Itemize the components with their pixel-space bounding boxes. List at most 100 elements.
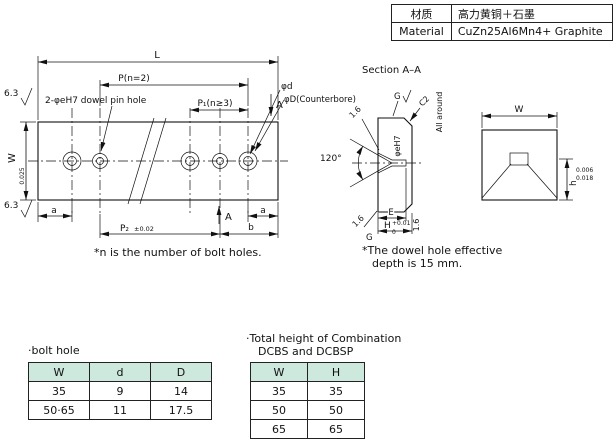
- dim-P: P(n=2): [99, 74, 249, 106]
- material-table: 材质 高力黄铜＋石墨 Material CuZn25Al6Mn4+ Graphi…: [391, 4, 613, 41]
- dowel-note-label: 2-φeH7 dowel pin hole: [45, 96, 147, 106]
- dim-H: H +0.01 0: [378, 213, 413, 236]
- dim-P1: P₁(n≥3): [190, 99, 248, 113]
- section-arrow-top: A: [268, 94, 283, 116]
- dim-H-label: H: [384, 221, 391, 231]
- g-top-label: G: [394, 92, 401, 102]
- counterbore-label: φD(Counterbore): [284, 95, 356, 105]
- material-table-row: Material CuZn25Al6Mn4+ Graphite: [391, 22, 613, 41]
- dim-W-top-label: W: [515, 105, 524, 115]
- dim-a-left: a: [37, 202, 73, 222]
- table-row: 50 50: [250, 400, 365, 420]
- finish-bottom-label: 6.3: [4, 201, 18, 211]
- dim-P2-label: P₂: [120, 224, 129, 234]
- g-bottom-label: G: [366, 233, 373, 243]
- table-row: 35 9 14: [28, 381, 212, 401]
- dim-W-label: W: [7, 153, 18, 163]
- table-cell: 65: [307, 419, 365, 439]
- finish-top-label: 6.3: [4, 89, 18, 99]
- main-view: L P(n=2) 2-φeH7 dowel pin hole P₁(n≥3): [4, 50, 356, 238]
- combo-header-row: W H: [250, 362, 365, 382]
- dim-h-tol-sup: 0.006: [576, 167, 593, 174]
- dim-W-tol: 0.025: [19, 167, 26, 184]
- top-view: W h 0.006 0.018: [481, 105, 593, 201]
- material-label-jp: 材质: [391, 4, 452, 23]
- table-cell: 14: [150, 381, 212, 401]
- bolt-hole-header-d: d: [89, 362, 151, 382]
- hole-dia-callouts: φd φD(Counterbore): [249, 82, 356, 155]
- section-arrow-top-label: A: [276, 100, 283, 111]
- finish-mark-top: 6.3: [4, 87, 33, 106]
- table-cell: 35: [250, 381, 308, 401]
- dim-h-tol-sub: 0.018: [576, 175, 593, 182]
- dim-h-label: h: [569, 180, 579, 186]
- section-view: Section A–A 120° G C2 All around 1.6: [320, 65, 444, 243]
- table-cell: 35: [28, 381, 90, 401]
- dim-P-label: P(n=2): [118, 74, 149, 84]
- bolt-hole-table: W d D 35 9 14 50·65 11 17.5: [28, 362, 212, 420]
- dowel-hole-section: [377, 152, 407, 174]
- bolt-hole-header-W: W: [28, 362, 90, 382]
- dim-a-left-label: a: [51, 206, 57, 216]
- table-cell: 50·65: [28, 400, 90, 420]
- table-cell: 65: [250, 419, 308, 439]
- bolt-hole-header-D: D: [150, 362, 212, 382]
- dim-E: E: [377, 168, 407, 234]
- bolt-hole-header-row: W d D: [28, 362, 212, 382]
- section-arrow-bottom-label: A: [225, 212, 232, 223]
- table-row: 35 35: [250, 381, 365, 401]
- combo-header-W: W: [250, 362, 308, 382]
- section-title: Section A–A: [362, 65, 421, 76]
- countersink-angle: 120°: [320, 138, 393, 188]
- all-around-label: All around: [435, 92, 444, 133]
- combo-caption-line2: DCBS and DCBSP: [258, 345, 354, 358]
- phi-d-label: φd: [281, 82, 293, 92]
- engineering-drawing: L P(n=2) 2-φeH7 dowel pin hole P₁(n≥3): [4, 50, 593, 243]
- table-cell: 35: [307, 381, 365, 401]
- dim-h: h 0.006 0.018: [559, 158, 593, 201]
- angle-label: 120°: [320, 154, 342, 164]
- dim-W: W 0.025: [7, 121, 36, 201]
- finish-lower-label: 1.6: [351, 214, 366, 229]
- dim-H-tol-sub: 0: [392, 229, 396, 236]
- section-body: [377, 117, 413, 213]
- note-bolt-holes: *n is the number of bolt holes.: [94, 246, 262, 259]
- note-dowel-depth: *The dowel hole effective depth is 15 mm…: [362, 244, 502, 270]
- combo-table: W H 35 35 50 50 65 65: [250, 362, 365, 439]
- material-label-en: Material: [391, 22, 452, 41]
- dim-H-tol-sup: +0.01: [392, 220, 411, 227]
- note-dowel-depth-line2: depth is 15 mm.: [372, 257, 463, 270]
- dim-P1-label: P₁(n≥3): [197, 99, 232, 109]
- center-key: [509, 152, 529, 166]
- table-cell: 9: [89, 381, 151, 401]
- dim-P2-tol: ±0.02: [134, 225, 154, 233]
- dim-P2: P₂ ±0.02: [99, 214, 221, 238]
- dim-a-right-label: a: [260, 206, 266, 216]
- dim-L: L: [37, 50, 279, 120]
- table-cell: 50: [250, 400, 308, 420]
- dim-a-right: a: [247, 202, 279, 238]
- dim-b: b: [220, 223, 278, 237]
- material-value-jp: 高力黄铜＋石墨: [450, 4, 613, 23]
- table-cell: 11: [89, 400, 151, 420]
- c2-chamfer-label: C2: [417, 94, 431, 108]
- centerlines: [28, 108, 288, 214]
- table-row: 50·65 11 17.5: [28, 400, 212, 420]
- finish-right-label: 1.6: [412, 219, 421, 232]
- dim-b-label: b: [248, 223, 254, 233]
- dim-W-top: W: [481, 105, 558, 128]
- combo-caption: ·Total height of Combination DCBS and DC…: [246, 332, 401, 358]
- material-table-row: 材质 高力黄铜＋石墨: [391, 4, 613, 23]
- table-cell: 50: [307, 400, 365, 420]
- dowel-pin-callout: 2-φeH7 dowel pin hole: [45, 96, 147, 152]
- combination-outline: [481, 129, 558, 201]
- finish-upper-label: 1.6: [348, 105, 363, 120]
- bolt-hole-caption: ·bolt hole: [28, 344, 80, 357]
- section-arrow-bottom: A: [216, 206, 232, 224]
- table-cell: 17.5: [150, 400, 212, 420]
- dim-E-label: E: [388, 208, 393, 218]
- material-value-en: CuZn25Al6Mn4+ Graphite: [450, 22, 613, 41]
- finish-mark-bottom: 6.3: [4, 199, 33, 218]
- table-row: 65 65: [250, 419, 365, 439]
